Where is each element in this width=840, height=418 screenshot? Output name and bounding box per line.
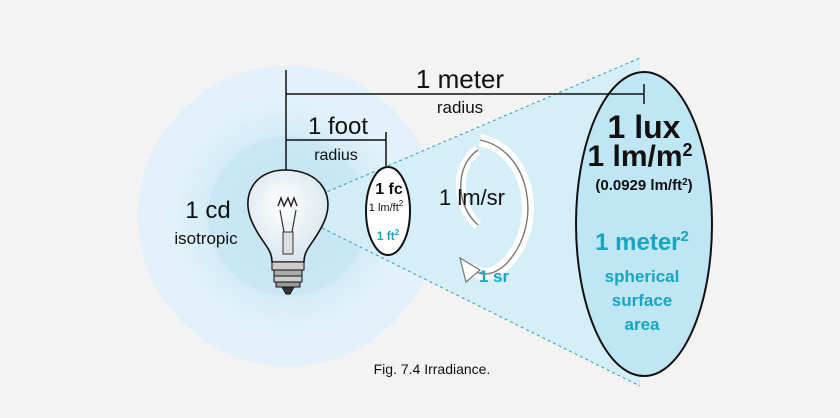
- foot-dimension-line: [286, 132, 387, 166]
- light-cone: [322, 58, 640, 386]
- lm-per-ft2-label: 1 lm/ft2: [369, 199, 404, 214]
- meter-dimension-line: [285, 70, 645, 170]
- foot-radius-label: radius: [314, 147, 358, 164]
- steradian-arrow-icon: [455, 134, 534, 284]
- meter-radius-label: radius: [437, 98, 483, 117]
- cone-bottom-edge: [321, 227, 641, 387]
- foot-surface-ellipse: [365, 166, 411, 256]
- meter-squared-label: 1 meter2: [595, 228, 689, 256]
- foot-label: 1 foot: [308, 113, 368, 140]
- lumen-per-steradian-label: 1 lm/sr: [439, 185, 505, 210]
- meter-surface-ellipse: [575, 71, 713, 377]
- candela-label: 1 cd: [185, 197, 230, 224]
- cone-top-edge: [321, 57, 641, 195]
- light-bulb-icon: [247, 169, 329, 295]
- surface-label: surface: [612, 291, 672, 310]
- figure-caption: Fig. 7.4 Irradiance.: [374, 361, 491, 377]
- lux-label: 1 lux: [608, 109, 681, 145]
- ft2-label: 1 ft2: [377, 228, 400, 243]
- meter-label: 1 meter: [416, 64, 504, 94]
- footcandle-label: 1 fc: [375, 181, 403, 198]
- steradian-label: 1 sr: [479, 267, 510, 286]
- conversion-label: (0.0929 lm/ft2): [595, 177, 692, 194]
- isotropic-label: isotropic: [174, 229, 238, 248]
- lm-per-m2-label: 1 lm/m2: [587, 140, 692, 173]
- spherical-label: spherical: [605, 267, 680, 286]
- area-label: area: [625, 315, 661, 334]
